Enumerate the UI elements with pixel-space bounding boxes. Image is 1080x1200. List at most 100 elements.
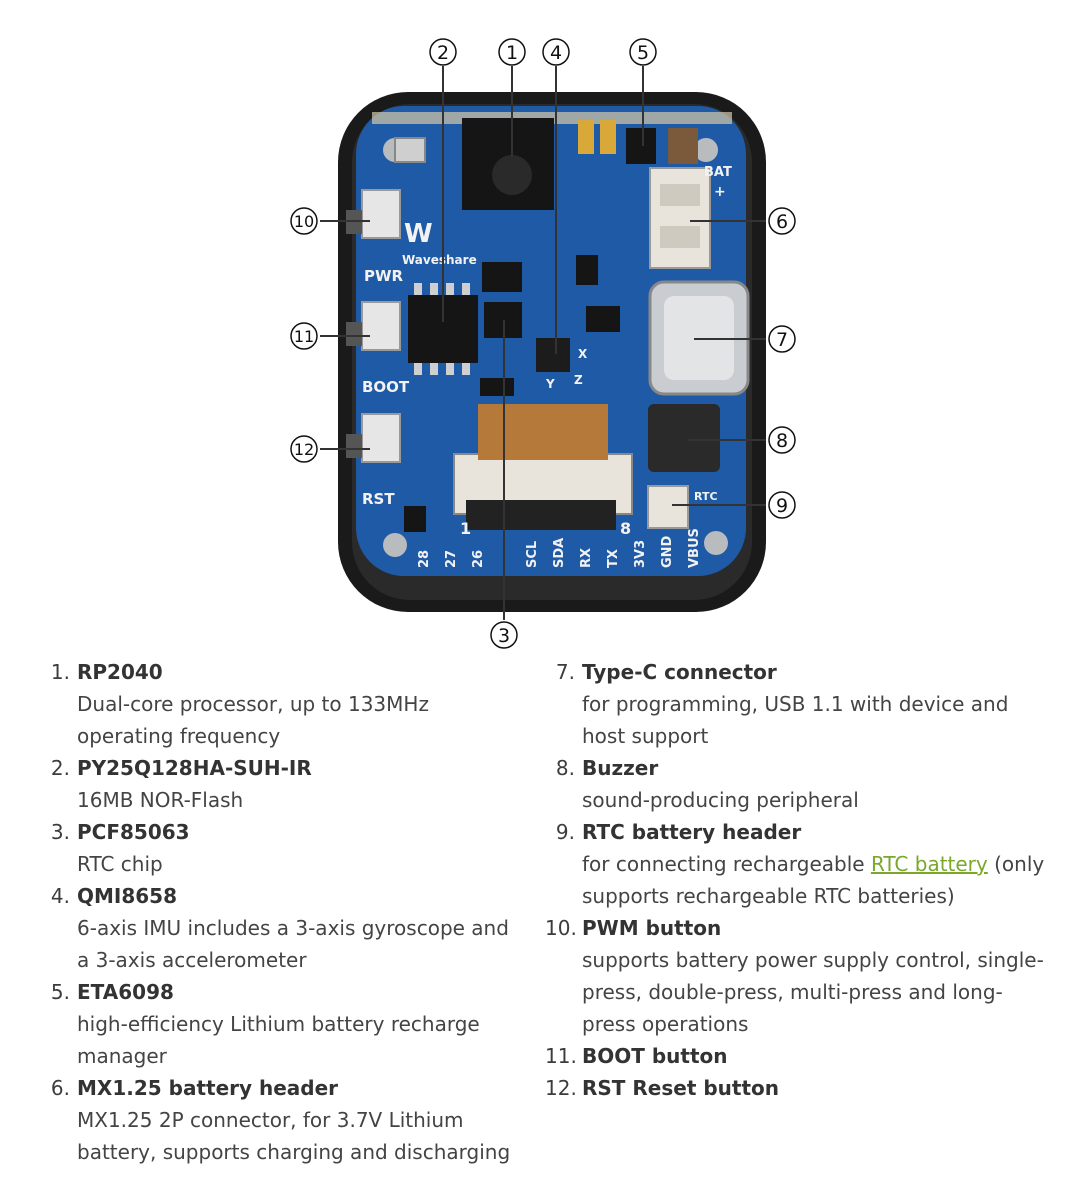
- pin-label: 3V3: [633, 540, 648, 568]
- item-desc: RTC chip: [77, 852, 163, 876]
- item-desc: for connecting rechargeable RTC battery …: [582, 848, 1055, 912]
- callout-4: 4: [550, 42, 562, 64]
- rtc-battery-header: [647, 485, 689, 529]
- axis-z-silk: Z: [574, 373, 583, 387]
- board-diagram: BAT + RTC 1 8 PWR BOOT RST W Waveshare X…: [290, 38, 796, 649]
- pwr-silk: PWR: [364, 267, 404, 285]
- callout-6-circle: [768, 207, 796, 235]
- callout-9-circle: [768, 491, 796, 519]
- pin-label: SCL: [525, 541, 540, 568]
- callout-1: 1: [506, 42, 518, 64]
- item-number: 6.: [50, 1076, 70, 1100]
- item-number: 2.: [50, 756, 70, 780]
- component-list-right: 7. Type-C connector for programming, USB 1…: [545, 656, 1055, 1104]
- callout-3: 3: [498, 625, 510, 647]
- callout-7-circle: [768, 325, 796, 353]
- item-number: 10.: [545, 916, 577, 940]
- pwr-button-body: [361, 189, 401, 239]
- item-title: PWM button: [582, 916, 722, 940]
- pin-label: RX: [579, 548, 594, 568]
- callout-11-circle: [290, 322, 318, 350]
- item-title: QMI8658: [77, 884, 178, 908]
- boot-button-body: [361, 301, 401, 351]
- item-title: Type-C connector: [582, 660, 777, 684]
- list-item: 11.BOOT button: [545, 1040, 1055, 1072]
- item-number: 3.: [50, 820, 70, 844]
- callout-4-circle: [542, 38, 570, 66]
- item-number: 11.: [545, 1044, 577, 1068]
- item-title: PCF85063: [77, 820, 190, 844]
- item-number: 7.: [555, 660, 575, 684]
- callout-12-circle: [290, 435, 318, 463]
- item-number: 1.: [50, 660, 70, 684]
- desc-text: for connecting rechargeable: [582, 852, 871, 876]
- callout-10-circle: [290, 207, 318, 235]
- pin-label: GND: [660, 535, 675, 568]
- item-title: ETA6098: [77, 980, 174, 1004]
- item-title: RST Reset button: [582, 1076, 780, 1100]
- waveshare-logo: W: [404, 219, 433, 249]
- callout-8-circle: [768, 426, 796, 454]
- callout-1-circle: [498, 38, 526, 66]
- item-number: 5.: [50, 980, 70, 1004]
- bat-silk: BAT: [704, 165, 732, 180]
- callout-11: 11: [294, 327, 314, 346]
- rtc-battery-link[interactable]: RTC battery: [870, 852, 988, 876]
- item-number: 12.: [545, 1076, 577, 1100]
- pin-label: 26: [471, 550, 486, 568]
- buzzer: [648, 404, 720, 472]
- battery-header: [649, 167, 711, 269]
- list-item: 5. ETA6098 high-efficiency Lithium battery…: [40, 976, 520, 1072]
- waveshare-text: Waveshare: [402, 253, 477, 267]
- item-title: MX1.25 battery header: [77, 1076, 339, 1100]
- pin-label: 27: [444, 550, 459, 568]
- pin-label: VBUS: [687, 528, 702, 568]
- callout-10: 10: [294, 212, 314, 231]
- pin-label: 28: [417, 550, 432, 568]
- item-title: Buzzer: [582, 756, 659, 780]
- callout-5-circle: [629, 38, 657, 66]
- item-desc: Dual-core processor, up to 133MHz operat…: [77, 692, 429, 748]
- item-title: PY25Q128HA-SUH-IR: [77, 756, 312, 780]
- axis-x-silk: X: [578, 347, 588, 361]
- item-title: RTC battery header: [582, 820, 802, 844]
- callout-6: 6: [776, 211, 788, 233]
- fpc-pin1-silk: 1: [460, 519, 471, 538]
- callout-2-circle: [429, 38, 457, 66]
- charger-chip: [626, 128, 656, 164]
- item-desc: high-efficiency Lithium battery recharge…: [77, 1012, 480, 1068]
- item-number: 8.: [555, 756, 575, 780]
- list-item: 12.RST Reset button: [545, 1072, 1055, 1104]
- desc-text: (only supports rechargeable RTC batterie…: [582, 852, 1045, 908]
- item-number: 4.: [50, 884, 70, 908]
- pin-label: SDA: [552, 538, 567, 568]
- rst-silk: RST: [362, 490, 395, 508]
- pin-label: TX: [606, 549, 621, 568]
- fpc-pin8-silk: 8: [620, 519, 631, 538]
- callout-8: 8: [776, 430, 788, 452]
- pin-label-row: 28 27 26 SCL SDA RX TX 3V3 GND VBUS: [417, 528, 702, 568]
- rtc-silk: RTC: [694, 490, 718, 503]
- item-desc: sound-producing peripheral: [582, 788, 859, 812]
- callout-12: 12: [294, 440, 314, 459]
- boot-silk: BOOT: [362, 378, 410, 396]
- bat-plus-silk: +: [714, 184, 726, 200]
- callout-3-circle: [490, 621, 518, 649]
- list-item: 8. Buzzer sound-producing peripheral: [545, 752, 1055, 816]
- item-title: BOOT button: [582, 1044, 728, 1068]
- list-item: 7. Type-C connector for programming, USB 1…: [545, 656, 1055, 752]
- item-title: RP2040: [77, 660, 163, 684]
- callout-7: 7: [776, 329, 788, 351]
- callout-5: 5: [637, 42, 649, 64]
- axis-y-silk: Y: [545, 377, 555, 391]
- item-desc: for programming, USB 1.1 with device and…: [582, 692, 1009, 748]
- rst-button-body: [361, 413, 401, 463]
